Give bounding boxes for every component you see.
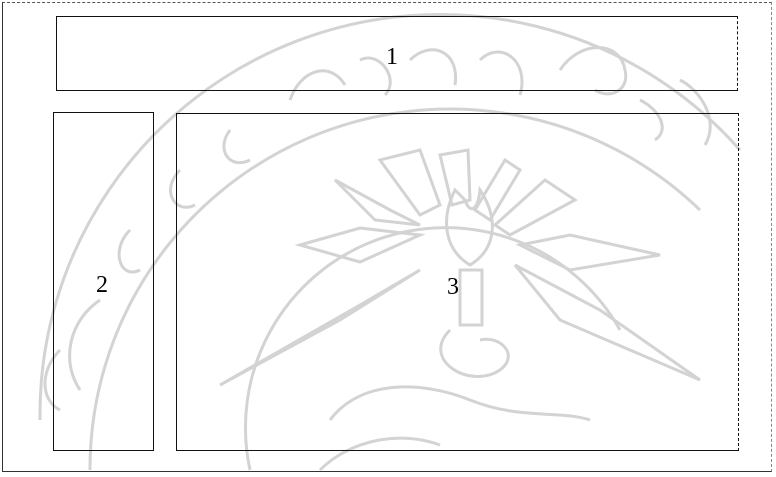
region-1-label: 1 [386, 45, 398, 69]
region-2-label: 2 [96, 273, 108, 297]
region-3-label: 3 [447, 275, 459, 299]
